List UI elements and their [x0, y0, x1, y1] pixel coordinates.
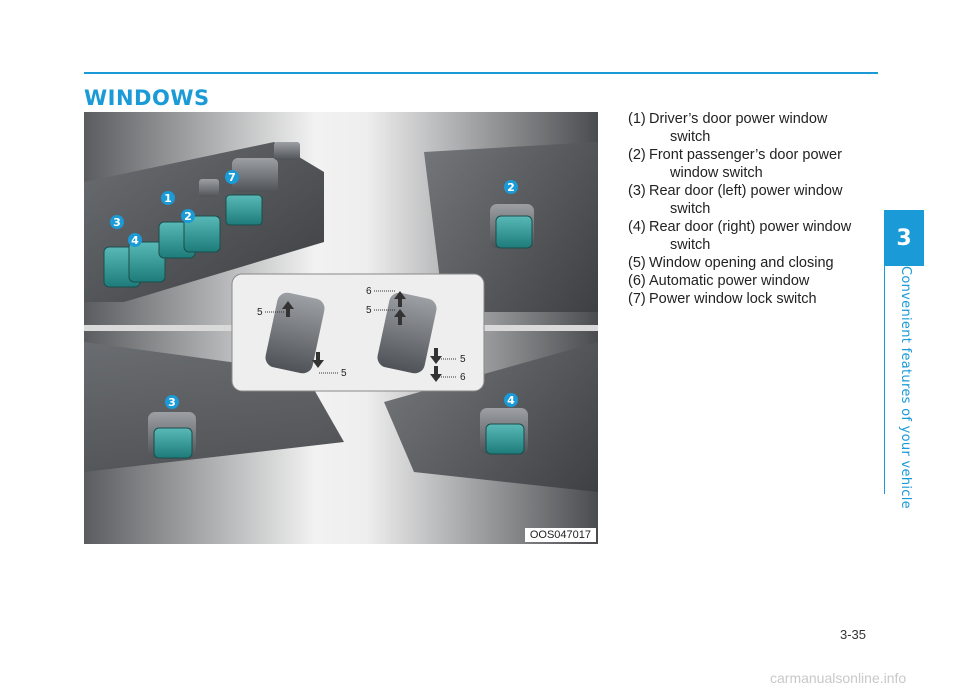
callout-3-rear: 3: [165, 395, 179, 409]
callout-2-passenger: 2: [504, 180, 518, 194]
callout-7: 7: [225, 170, 239, 184]
chapter-title: Convenient features of your vehicle: [898, 266, 913, 509]
callout-2-front: 2: [181, 209, 195, 223]
passenger-armrest: [424, 142, 598, 312]
window-switch-figure: 1 2 3 4 7 2 3 4 5 5 6 5 5: [84, 112, 598, 544]
svg-text:2: 2: [184, 210, 192, 223]
callout-1: 1: [161, 191, 175, 205]
driver-armrest: [84, 142, 324, 302]
svg-text:7: 7: [228, 171, 236, 184]
svg-text:1: 1: [164, 192, 172, 205]
inset-label-5: 5: [341, 368, 347, 379]
legend-item: (7)Power window lock switch: [628, 291, 817, 307]
callout-3-front: 3: [110, 215, 124, 229]
rear-right-armrest: [384, 342, 598, 492]
watermark: carmanualsonline.info: [770, 670, 907, 686]
inset-label-5: 5: [366, 305, 372, 316]
switch-inset: 5 5 6 5 5 6: [231, 273, 485, 392]
svg-text:4: 4: [131, 234, 139, 247]
callout-4-front: 4: [128, 233, 142, 247]
section-title: WINDOWS: [84, 86, 210, 110]
svg-text:4: 4: [507, 394, 515, 407]
figure-code: OOS047017: [524, 528, 596, 542]
inset-label-6: 6: [460, 372, 466, 383]
page-number: 3-35: [840, 627, 867, 642]
legend-item: (6)Automatic power window: [628, 273, 810, 289]
inset-label-5: 5: [257, 307, 263, 318]
header-rule: [84, 72, 878, 74]
inset-label-5: 5: [460, 354, 466, 365]
chapter-number-tab: 3: [884, 210, 924, 266]
callout-4-rear: 4: [504, 393, 518, 407]
svg-text:3: 3: [168, 396, 176, 409]
svg-text:2: 2: [507, 181, 515, 194]
chapter-bar: [884, 266, 924, 494]
svg-text:3: 3: [113, 216, 121, 229]
inset-label-6: 6: [366, 286, 372, 297]
legend-item: (5)Window opening and closing: [628, 255, 834, 271]
callout-markers: 1 2 3 4 7 2 3 4: [110, 170, 518, 409]
figure-illustration: 1 2 3 4 7 2 3 4 5 5 6 5 5: [84, 112, 598, 544]
